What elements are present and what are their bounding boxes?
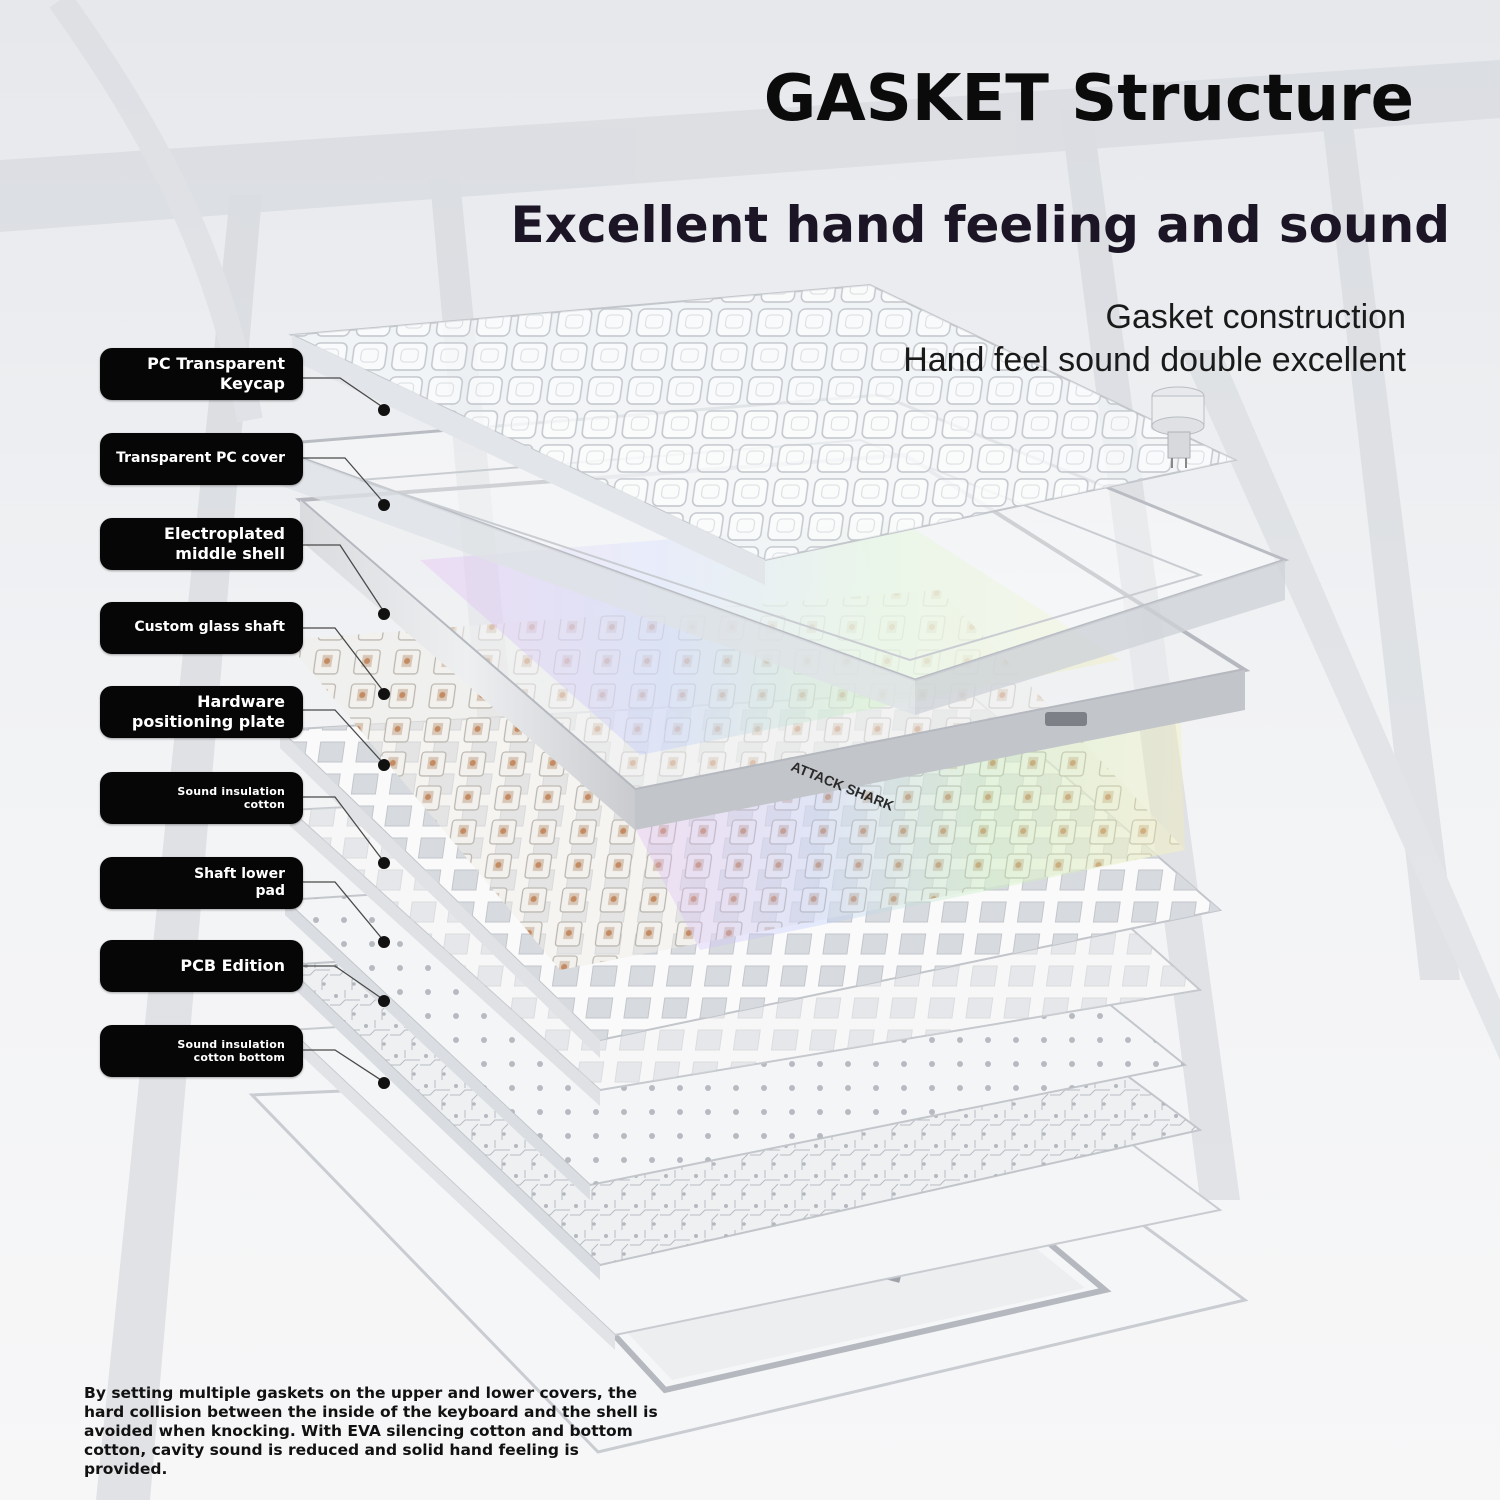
label-hardware-positioning-plate: Hardware positioning plate xyxy=(100,686,303,738)
label-shaft-lower-pad: Shaft lower pad xyxy=(100,857,303,909)
label-sound-insulation-cotton: Sound insulation cotton xyxy=(100,772,303,824)
label-sound-insulation-cotton-bottom: Sound insulation cotton bottom xyxy=(100,1025,303,1077)
label-pcb-edition: PCB Edition xyxy=(100,940,303,992)
page-subtitle: Excellent hand feeling and sound xyxy=(510,196,1450,254)
keycap-layer xyxy=(288,283,1239,585)
label-pc-transparent-keycap: PC Transparent Keycap xyxy=(100,348,303,400)
switch-detail-icon xyxy=(1151,386,1205,468)
label-leader-lines xyxy=(303,377,385,1083)
tagline-line-2: Hand feel sound double excellent xyxy=(903,341,1406,379)
label-transparent-pc-cover: Transparent PC cover xyxy=(100,433,303,485)
page-title: GASKET Structure xyxy=(763,62,1414,136)
tagline-line-1: Gasket construction xyxy=(1105,298,1406,336)
description-text: By setting multiple gaskets on the upper… xyxy=(84,1384,658,1479)
label-leader-dots xyxy=(378,404,390,1089)
label-custom-glass-shaft: Custom glass shaft xyxy=(100,602,303,654)
label-electroplated-middle-shell: Electroplated middle shell xyxy=(100,518,303,570)
